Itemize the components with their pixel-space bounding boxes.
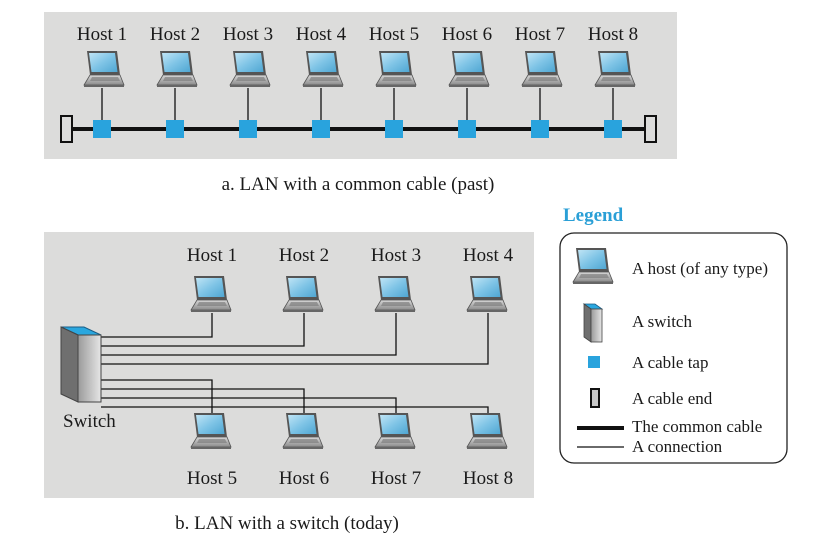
switch-label: Switch	[63, 411, 116, 432]
legend-title: Legend	[563, 205, 624, 226]
cable-tap	[93, 120, 111, 138]
host-label-a: Host 5	[369, 24, 419, 45]
cable-tap	[166, 120, 184, 138]
switch-side	[60, 326, 79, 403]
cable-end-left	[60, 115, 73, 143]
switch-connections	[101, 313, 489, 413]
legend-switch-icon	[582, 303, 604, 343]
legend-box	[559, 232, 788, 464]
switch-device	[60, 326, 102, 403]
legend-item-host: A host (of any type)	[632, 259, 768, 278]
caption-b: b. LAN with a switch (today)	[175, 513, 399, 534]
cable-tap	[239, 120, 257, 138]
host-label-bottom: Host 6	[279, 468, 329, 489]
cable-tap	[604, 120, 622, 138]
legend-item-switch: A switch	[632, 312, 692, 331]
diagram-a-hosts: Host 1 Host 2 Host 3 Host 4 Host 5 Host 6 Host…	[77, 24, 638, 138]
connection-line	[101, 397, 397, 413]
legend-item-cable-tap: A cable tap	[632, 353, 708, 372]
connection-line	[101, 406, 489, 413]
cable-end-right	[644, 115, 657, 143]
legend-item-cable-end: A cable end	[632, 389, 713, 408]
connection-line	[101, 313, 305, 347]
host-label-top: Host 3	[371, 245, 421, 266]
panel-b-background	[44, 232, 534, 498]
legend-cable-tap-icon	[588, 356, 600, 368]
panel-a-background	[44, 12, 677, 159]
cable-tap	[458, 120, 476, 138]
connection-line	[101, 388, 305, 413]
legend-item-common-cable: The common cable	[632, 417, 762, 436]
cable-tap	[385, 120, 403, 138]
host-label-a: Host 3	[223, 24, 273, 45]
host-label-a: Host 8	[588, 24, 638, 45]
connection-line	[101, 313, 213, 338]
cable-tap	[531, 120, 549, 138]
host-label-a: Host 6	[442, 24, 492, 45]
caption-a: a. LAN with a common cable (past)	[222, 174, 495, 195]
switch-front	[77, 334, 102, 403]
host-label-top: Host 2	[279, 245, 329, 266]
cable-tap	[312, 120, 330, 138]
host-label-bottom: Host 5	[187, 468, 237, 489]
connection-line	[101, 379, 213, 413]
host-label-top: Host 1	[187, 245, 237, 266]
host-label-a: Host 1	[77, 24, 127, 45]
host-label-bottom: Host 7	[371, 468, 421, 489]
host-label-top: Host 4	[463, 245, 514, 266]
connection-line	[101, 313, 489, 365]
host-label-bottom: Host 8	[463, 468, 513, 489]
host-label-a: Host 4	[296, 24, 347, 45]
host-label-a: Host 2	[150, 24, 200, 45]
legend-cable-end-icon	[590, 388, 600, 408]
diagram-b-hosts: Host 1 Host 2 Host 3 Host 4 Host 5 Host 6 Host…	[187, 245, 514, 489]
legend-item-connection: A connection	[632, 437, 723, 456]
connection-line	[101, 313, 397, 356]
host-label-a: Host 7	[515, 24, 565, 45]
